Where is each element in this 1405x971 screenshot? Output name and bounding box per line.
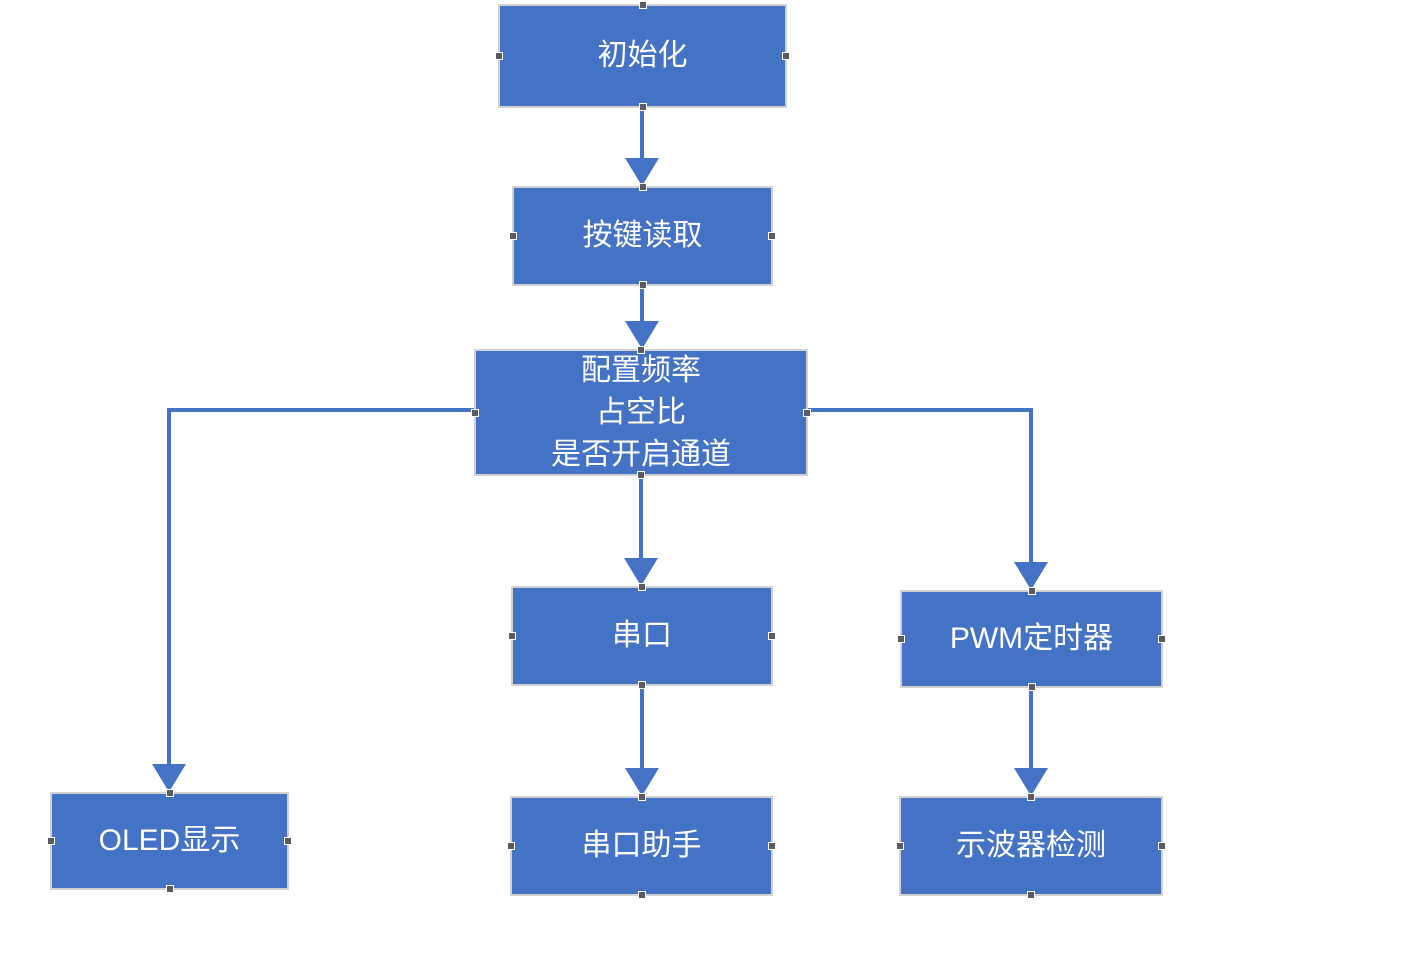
flowchart-node-oscilloscope[interactable]: 示波器检测: [897, 794, 1165, 898]
flowchart-node-init[interactable]: 初始化: [496, 2, 789, 110]
connection-handle-left[interactable]: [48, 838, 54, 844]
node-label-serial-port: 串口: [612, 619, 672, 652]
connector-pwm-oscilloscope-line[interactable]: [1029, 688, 1033, 772]
connection-handle-left[interactable]: [472, 409, 478, 416]
connection-handle-right[interactable]: [769, 233, 775, 239]
connection-handle-bottom[interactable]: [639, 282, 646, 288]
arrowhead-down-icon: [625, 768, 659, 796]
connection-handle-right[interactable]: [1159, 636, 1165, 642]
connection-handle-right[interactable]: [1159, 843, 1165, 849]
connection-handle-left[interactable]: [496, 53, 502, 59]
connector-serial-assistant-line[interactable]: [640, 686, 644, 772]
connection-handle-bottom[interactable]: [1028, 892, 1034, 898]
node-label-oled-display: OLED显示: [98, 824, 241, 857]
connection-handle-top[interactable]: [638, 794, 645, 800]
connection-handle-right[interactable]: [769, 843, 775, 849]
connection-handle-left[interactable]: [897, 843, 903, 849]
connection-handle-left[interactable]: [898, 636, 904, 642]
arrowhead-down-icon: [1014, 562, 1048, 590]
connection-handle-bottom[interactable]: [639, 104, 646, 110]
connection-handle-right[interactable]: [804, 409, 810, 416]
arrowhead-down-icon: [624, 558, 658, 586]
node-label-init: 初始化: [597, 39, 688, 72]
connector-configure-pwm-hline[interactable]: [806, 408, 1033, 412]
flowchart-node-oled-display[interactable]: OLED显示: [48, 790, 291, 892]
connection-handle-bottom[interactable]: [166, 886, 173, 892]
connector-keyread-configure-line[interactable]: [640, 286, 644, 326]
node-label-pwm-timer: PWM定时器: [949, 622, 1114, 655]
connection-handle-top[interactable]: [639, 184, 646, 190]
node-label-serial-assistant: 串口助手: [581, 829, 702, 862]
connection-handle-top[interactable]: [1028, 588, 1035, 594]
connection-handle-right[interactable]: [769, 633, 775, 639]
connection-handle-top[interactable]: [166, 790, 173, 796]
node-label-key-read: 按键读取: [582, 219, 703, 252]
connection-handle-right[interactable]: [285, 838, 291, 844]
arrowhead-down-icon: [1014, 768, 1048, 796]
flowchart-node-serial-port[interactable]: 串口: [509, 584, 775, 688]
connector-configure-oled-hline[interactable]: [167, 408, 474, 412]
connection-handle-bottom[interactable]: [638, 472, 644, 478]
connection-handle-right[interactable]: [783, 53, 789, 59]
flowchart-node-serial-assistant[interactable]: 串口助手: [508, 794, 775, 898]
arrowhead-down-icon: [152, 764, 186, 792]
flowchart-node-key-read[interactable]: 按键读取: [510, 184, 775, 288]
arrowhead-down-icon: [625, 158, 659, 186]
connection-handle-top[interactable]: [638, 347, 644, 353]
flowchart-node-configure[interactable]: 配置频率 占空比 是否开启通道: [472, 347, 810, 478]
connection-handle-top[interactable]: [639, 2, 646, 8]
connector-init-keyread-line[interactable]: [640, 108, 644, 164]
connection-handle-bottom[interactable]: [1028, 684, 1035, 690]
connector-configure-oled-vline[interactable]: [167, 408, 171, 768]
connection-handle-left[interactable]: [510, 233, 516, 239]
connection-handle-left[interactable]: [509, 633, 515, 639]
node-label-oscilloscope: 示波器检测: [956, 829, 1106, 862]
connection-handle-top[interactable]: [639, 584, 645, 590]
arrowhead-down-icon: [625, 321, 659, 349]
connection-handle-left[interactable]: [508, 843, 514, 849]
connection-handle-bottom[interactable]: [639, 682, 645, 688]
connection-handle-bottom[interactable]: [638, 892, 645, 898]
connector-configure-pwm-vline[interactable]: [1029, 408, 1033, 566]
flowchart-node-pwm-timer[interactable]: PWM定时器: [898, 588, 1165, 690]
connector-configure-serial-line[interactable]: [639, 476, 643, 562]
connection-handle-top[interactable]: [1028, 794, 1034, 800]
node-label-configure: 配置频率 占空比 是否开启通道: [551, 353, 731, 471]
